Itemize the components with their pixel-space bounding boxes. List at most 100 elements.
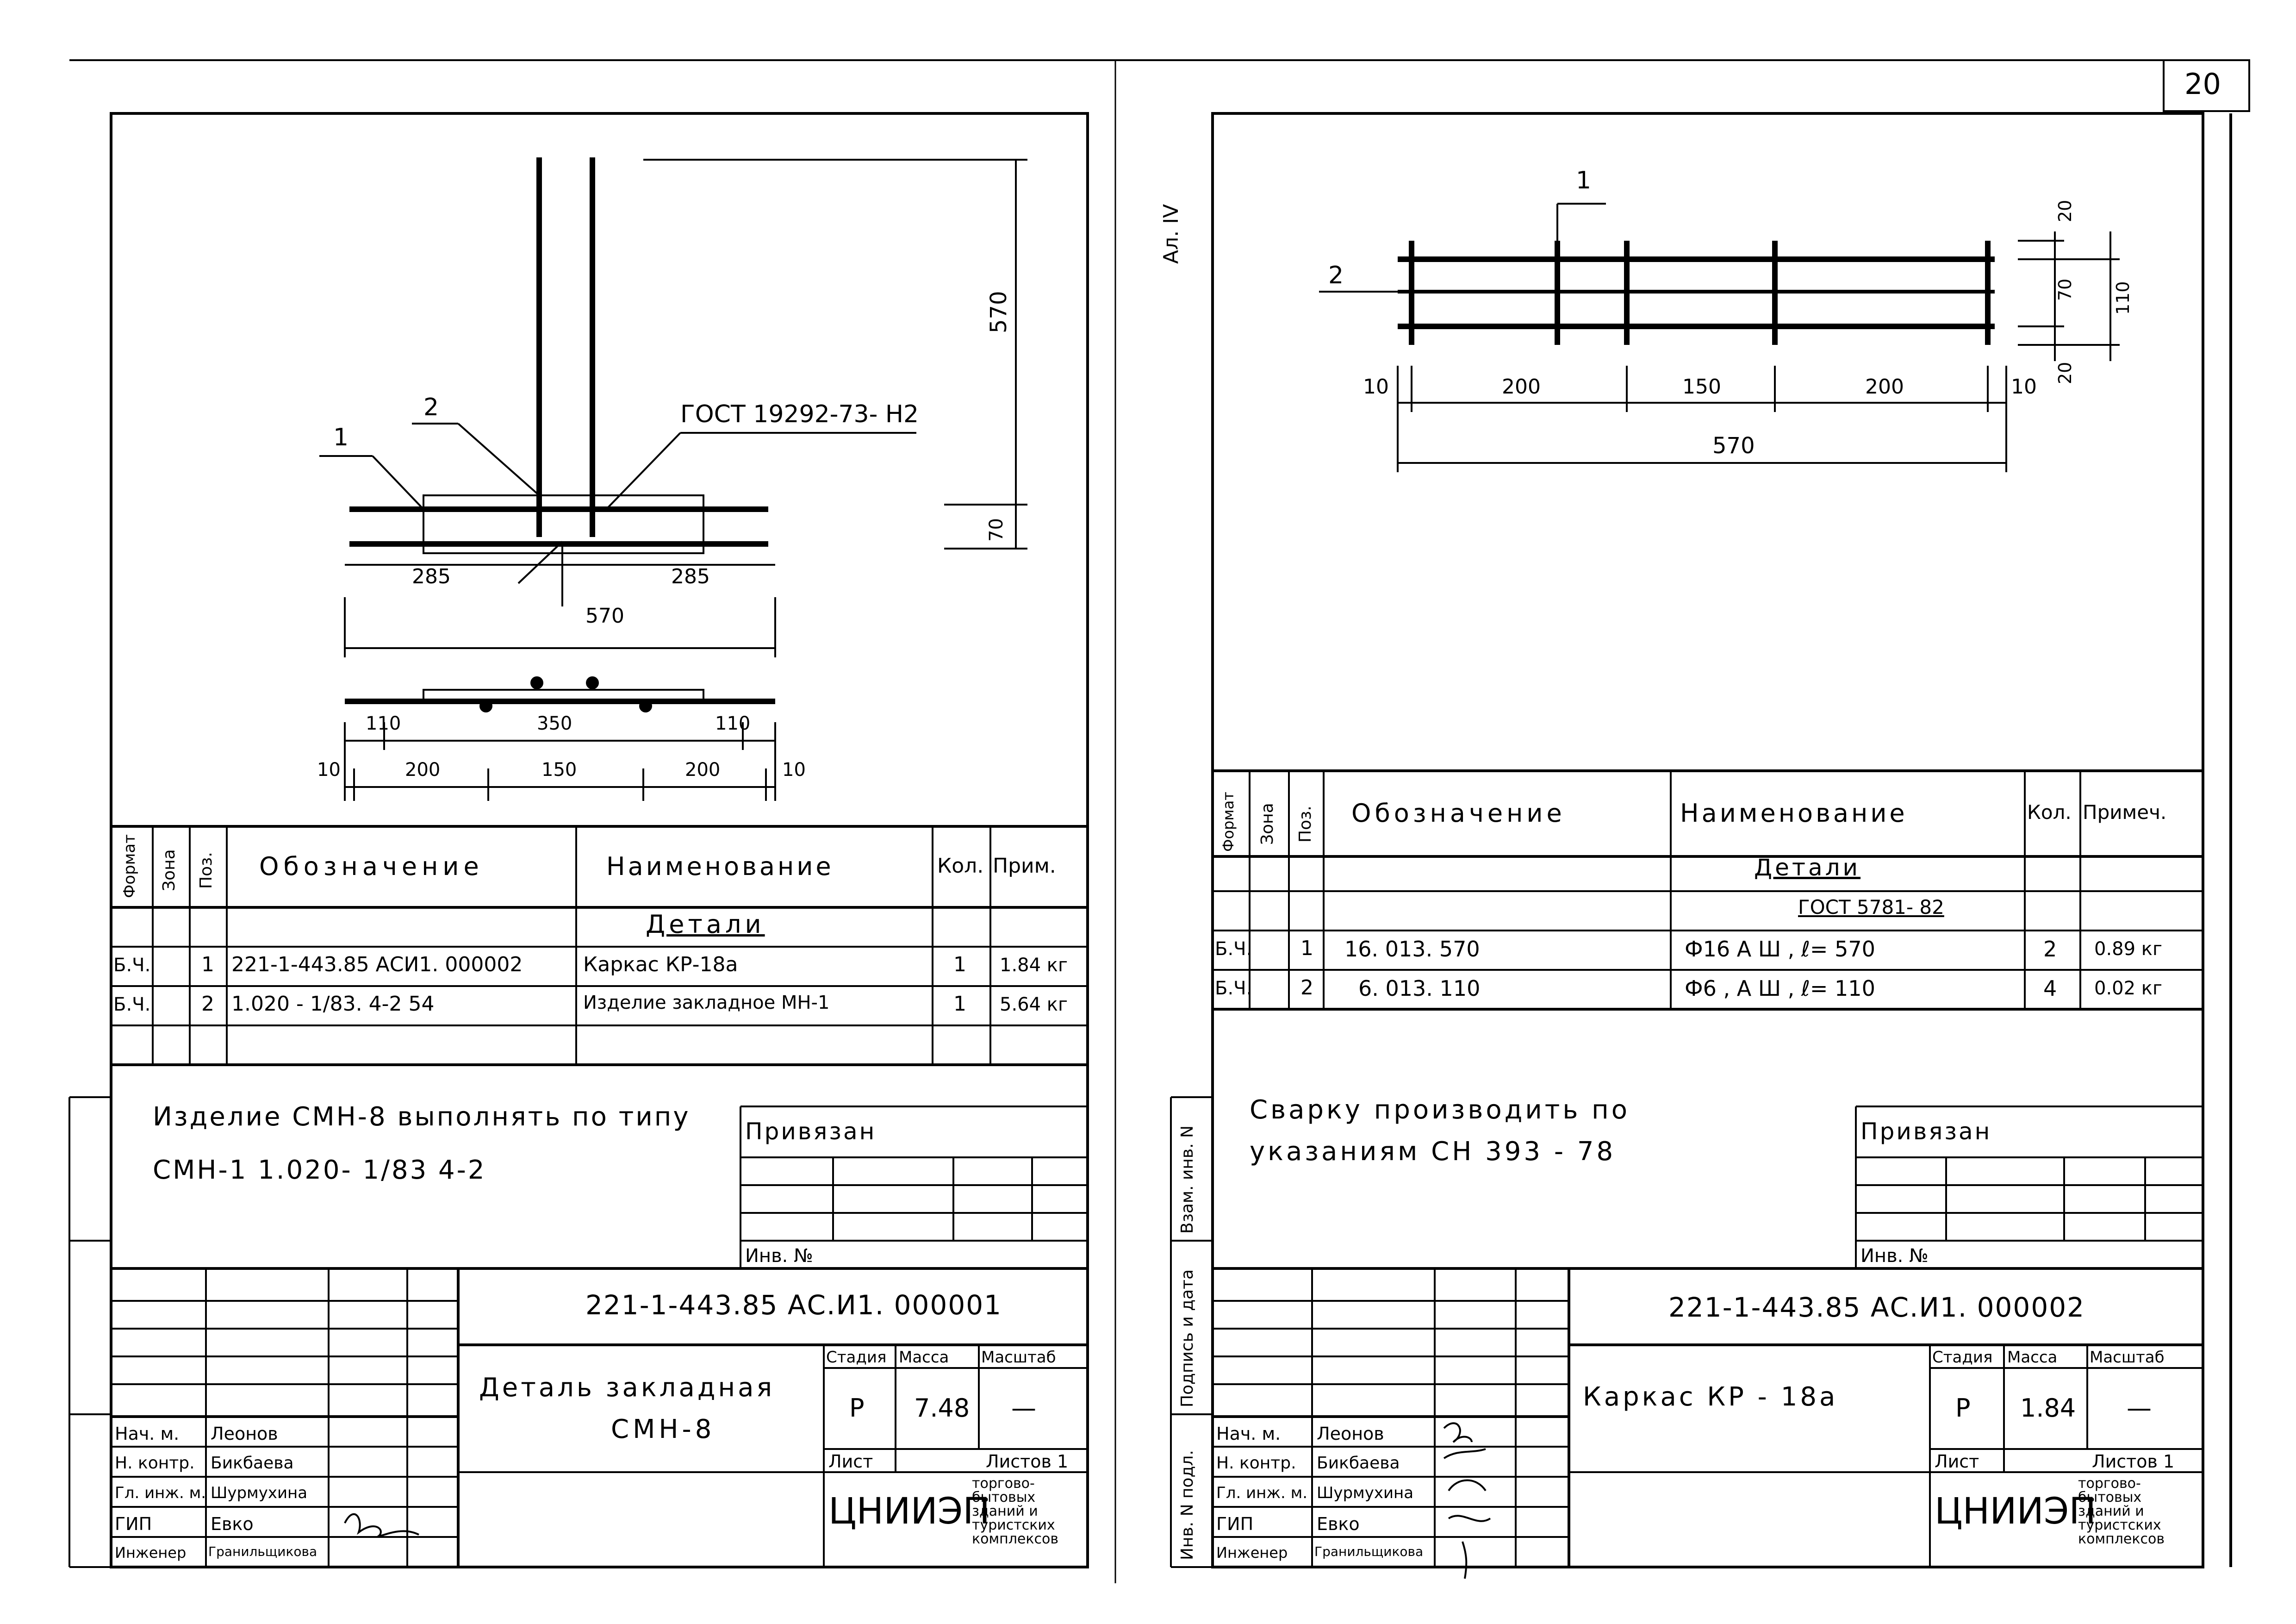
right-org-desc-3: зданий и: [2078, 1503, 2144, 1519]
left-row2-pos: 2: [201, 992, 214, 1016]
left-stage-label: Стадия: [826, 1348, 887, 1367]
left-person-2: Бикбаева: [211, 1454, 294, 1473]
left-org-desc: торгово- бытовых зданий и туристских ком…: [972, 1477, 1058, 1546]
left-spec-header-note: Прим.: [993, 854, 1056, 878]
margin-inv-podl: Инв. N подл.: [1178, 1450, 1197, 1560]
right-inv-no: Инв. №: [1860, 1245, 1929, 1267]
right-spec-header-pos: Поз.: [1296, 806, 1315, 843]
right-privyazan: Привязан: [1860, 1118, 1992, 1145]
left-org-desc-5: комплексов: [972, 1531, 1059, 1547]
right-person-5: Гранильщикова: [1314, 1544, 1424, 1559]
left-row2-note: 5.64 кг: [1000, 994, 1068, 1015]
left-spec-header-format: Формат: [120, 834, 139, 898]
right-row1-designation: 16. 013. 570: [1344, 937, 1480, 962]
right-dim-150: 150: [1682, 375, 1721, 399]
right-spec-header-note: Примеч.: [2083, 801, 2167, 824]
left-row1-qty: 1: [953, 953, 966, 976]
right-role-1: Нач. м.: [1216, 1424, 1281, 1444]
left-stage: Р: [849, 1393, 865, 1423]
right-stage: Р: [1955, 1393, 1971, 1423]
left-title-line-1: Деталь закладная: [479, 1373, 775, 1403]
left-mass-label: Масса: [899, 1348, 949, 1367]
left-dim-200-b: 200: [685, 759, 721, 781]
left-role-4: ГИП: [115, 1514, 152, 1534]
right-row1-name: Ф16 А Ш , ℓ= 570: [1685, 937, 1875, 962]
left-row1-designation: 221-1-443.85 АСИ1. 000002: [231, 953, 523, 976]
left-org-desc-1: торгово-: [972, 1475, 1035, 1492]
right-dim-200-a: 200: [1502, 375, 1541, 399]
left-row1-pos: 1: [201, 953, 214, 976]
right-spec-section: Детали: [1754, 854, 1861, 881]
left-row1-name: Каркас КР-18а: [583, 953, 738, 976]
left-dim-350: 350: [537, 713, 572, 734]
left-sheet-label: Лист: [828, 1451, 873, 1472]
left-callout-2: 2: [423, 394, 439, 421]
right-scale: —: [2127, 1393, 2152, 1423]
left-inv-no: Инв. №: [745, 1245, 813, 1267]
right-row2-note: 0.02 кг: [2094, 978, 2162, 999]
margin-podpis: Подпись и дата: [1178, 1269, 1197, 1407]
right-person-4: Евко: [1317, 1514, 1360, 1534]
right-dim-10-b: 10: [2011, 375, 2037, 399]
left-org-desc-2: бытовых: [972, 1489, 1036, 1505]
left-dim-150: 150: [541, 759, 577, 781]
right-org-desc-2: бытовых: [2078, 1489, 2142, 1505]
right-callout-2: 2: [1328, 262, 1344, 289]
left-row1-format: Б.Ч.: [113, 955, 151, 976]
right-org-desc: торгово- бытовых зданий и туристских ком…: [2078, 1477, 2165, 1546]
right-role-3: Гл. инж. м.: [1216, 1484, 1308, 1502]
right-role-4: ГИП: [1216, 1514, 1254, 1534]
right-row2-pos: 2: [1300, 976, 1313, 999]
left-person-3: Шурмухина: [211, 1484, 308, 1502]
right-person-1: Леонов: [1317, 1424, 1384, 1444]
left-role-2: Н. контр.: [115, 1454, 195, 1473]
page-number: 20: [2184, 67, 2221, 101]
left-row2-name: Изделие закладное МН-1: [583, 992, 830, 1013]
right-spec-header-format: Формат: [1220, 792, 1237, 852]
right-dim-200-b: 200: [1865, 375, 1904, 399]
right-person-2: Бикбаева: [1317, 1454, 1400, 1473]
right-row1-qty: 2: [2043, 937, 2057, 962]
right-org-desc-1: торгово-: [2078, 1475, 2141, 1492]
right-stage-label: Стадия: [1932, 1348, 1993, 1367]
left-dim-10-a: 10: [317, 759, 341, 781]
right-doc-code: 221-1-443.85 АС.И1. 000002: [1668, 1292, 2085, 1323]
left-role-5: Инженер: [115, 1544, 187, 1562]
left-sheets-label: Листов 1: [986, 1451, 1069, 1472]
right-dim-570: 570: [1712, 433, 1755, 459]
signature-scribbles: [344, 1422, 1491, 1579]
right-dim-70: 70: [2055, 278, 2075, 301]
right-spec-header-zone: Зона: [1258, 803, 1277, 845]
right-person-3: Шурмухина: [1317, 1484, 1414, 1502]
left-spec-header-qty: Кол.: [937, 854, 984, 878]
margin-vzam: Взам. инв. N: [1178, 1125, 1197, 1234]
right-sheets-label: Листов 1: [2092, 1451, 2175, 1472]
right-callout-1: 1: [1576, 167, 1592, 194]
right-role-5: Инженер: [1216, 1544, 1288, 1562]
left-mass: 7.48: [914, 1393, 970, 1423]
left-doc-code: 221-1-443.85 АС.И1. 000001: [585, 1289, 1002, 1321]
left-dim-570: 570: [585, 604, 624, 628]
right-dim-10-a: 10: [1363, 375, 1389, 399]
left-row1-note: 1.84 кг: [1000, 955, 1068, 976]
left-spec-header-zone: Зона: [160, 849, 179, 891]
right-title-line-1: Каркас КР - 18а: [1583, 1382, 1838, 1412]
left-org-desc-4: туристских: [972, 1517, 1055, 1533]
left-dim-110-a: 110: [366, 713, 401, 734]
right-spec-header-designation: Обозначение: [1351, 799, 1566, 828]
right-row1-note: 0.89 кг: [2094, 938, 2162, 960]
left-dim-110-b: 110: [715, 713, 751, 734]
left-org-desc-3: зданий и: [972, 1503, 1038, 1519]
left-dim-285-b: 285: [671, 565, 710, 588]
right-spec-header-qty: Кол.: [2027, 801, 2072, 824]
left-scale: —: [1011, 1393, 1036, 1423]
right-dim-20-b: 20: [2055, 362, 2075, 384]
left-row2-qty: 1: [953, 992, 966, 1016]
left-title-line-2: СМН-8: [611, 1414, 716, 1444]
left-callout-1: 1: [333, 424, 349, 451]
left-privyazan: Привязан: [745, 1118, 877, 1145]
right-org-desc-4: туристских: [2078, 1517, 2161, 1533]
left-scale-label: Масштаб: [981, 1348, 1056, 1367]
right-org: ЦНИИЭП: [1935, 1491, 2097, 1532]
